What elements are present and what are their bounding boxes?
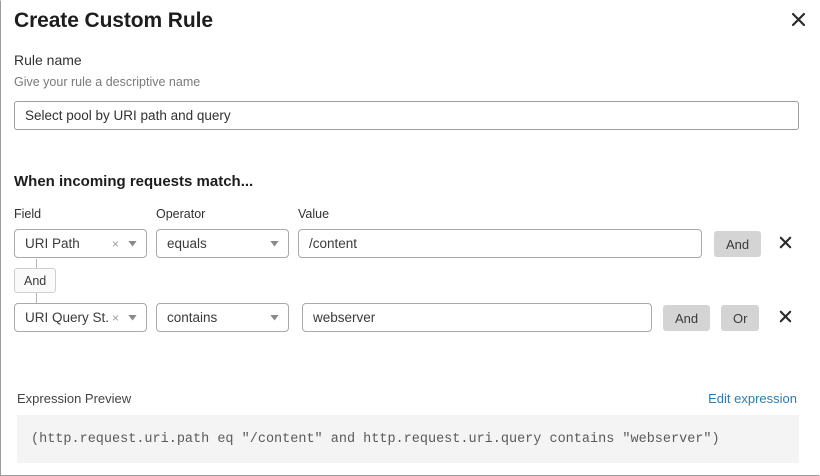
and-button-row-2[interactable]: And xyxy=(663,305,711,331)
chevron-down-icon-row-1-field xyxy=(128,240,137,247)
or-button-row-2[interactable]: Or xyxy=(721,305,760,331)
group-connector-label: And xyxy=(24,273,47,288)
delete-row-1-button[interactable] xyxy=(774,233,796,255)
group-connector-and[interactable]: And xyxy=(14,268,57,293)
expression-preview-box: (http.request.uri.path eq "/content" and… xyxy=(17,415,799,463)
close-icon xyxy=(779,310,792,326)
operator-select-value-row-1: equals xyxy=(167,236,207,251)
expression-preview-text: (http.request.uri.path eq "/content" and… xyxy=(31,431,720,447)
rule-name-hint: Give your rule a descriptive name xyxy=(14,75,201,89)
connector-line-bottom xyxy=(36,293,37,303)
value-input-row-1[interactable] xyxy=(298,229,702,258)
close-dialog-button[interactable] xyxy=(785,6,811,32)
close-icon xyxy=(791,12,806,27)
column-header-field: Field xyxy=(14,207,42,221)
close-icon xyxy=(779,236,792,252)
clear-field-icon-row-1[interactable]: × xyxy=(111,236,119,251)
field-select-row-1[interactable]: URI Path × xyxy=(14,229,147,258)
operator-select-value-row-2: contains xyxy=(167,310,218,325)
clear-field-icon-row-2[interactable]: × xyxy=(111,310,119,325)
chevron-down-icon-row-2-operator xyxy=(270,314,279,321)
column-header-operator: Operator xyxy=(156,207,206,221)
expression-preview-label: Expression Preview xyxy=(17,391,132,406)
connector-line-top xyxy=(36,259,37,269)
match-section-heading: When incoming requests match... xyxy=(14,173,254,190)
delete-row-2-button[interactable] xyxy=(774,307,796,329)
chevron-down-icon-row-2-field xyxy=(128,314,137,321)
edit-expression-link[interactable]: Edit expression xyxy=(708,391,797,406)
page-title: Create Custom Rule xyxy=(14,9,213,32)
operator-select-row-1[interactable]: equals xyxy=(156,229,289,258)
rule-name-label: Rule name xyxy=(14,52,82,68)
operator-select-row-2[interactable]: contains xyxy=(156,303,289,332)
field-select-row-2[interactable]: URI Query St... × xyxy=(14,303,147,332)
field-select-value-row-2: URI Query St... xyxy=(25,310,110,325)
rule-name-input[interactable] xyxy=(14,101,799,130)
value-input-row-2[interactable] xyxy=(302,303,652,332)
column-header-value: Value xyxy=(298,207,330,221)
chevron-down-icon-row-1-operator xyxy=(270,240,279,247)
and-button-row-1[interactable]: And xyxy=(714,231,762,257)
field-select-value-row-1: URI Path xyxy=(25,236,80,251)
